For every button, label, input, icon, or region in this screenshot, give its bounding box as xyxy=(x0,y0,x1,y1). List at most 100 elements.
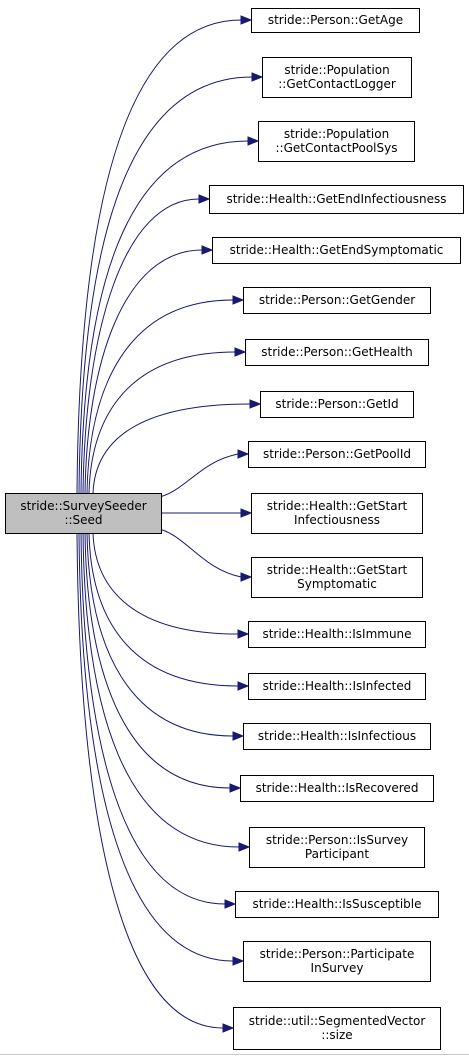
node-is-survey-participant-box xyxy=(249,827,425,868)
edge-to-get-id-arrowhead xyxy=(249,399,262,409)
edge-to-is-survey-participant-arrowhead xyxy=(238,842,251,852)
edge-to-get-start-infectiousness-arrowhead xyxy=(240,508,253,518)
node-get-age-label-1: stride::Person::GetAge xyxy=(268,13,403,27)
bottom-divider xyxy=(0,1054,469,1055)
node-is-immune-label-1: stride::Health::IsImmune xyxy=(262,627,411,641)
node-get-start-symptomatic-label-2: Symptomatic xyxy=(297,577,377,591)
node-get-id-label-1: stride::Person::GetId xyxy=(275,397,398,411)
edge-to-segmented-vector-size xyxy=(76,532,224,1029)
node-is-immune-box xyxy=(248,621,426,648)
edge-to-get-pool-id xyxy=(154,453,239,499)
node-is-susceptible-box xyxy=(235,891,439,918)
node-get-id-box xyxy=(260,391,414,418)
node-is-infected[interactable]: stride::Health::IsInfected xyxy=(248,673,426,700)
edge-to-get-end-infectiousness xyxy=(82,198,200,494)
node-get-end-infectiousness[interactable]: stride::Health::GetEndInfectiousness xyxy=(209,185,464,214)
edge-to-get-start-symptomatic-arrowhead xyxy=(240,572,253,582)
node-segmented-vector-size-label-1: stride::util::SegmentedVector xyxy=(249,1014,426,1028)
node-get-health-label-1: stride::Person::GetHealth xyxy=(261,345,413,359)
node-get-gender[interactable]: stride::Person::GetGender xyxy=(243,287,431,314)
edge-to-is-infected xyxy=(88,532,239,687)
edge-to-is-survey-participant xyxy=(82,532,240,848)
node-is-susceptible-label-1: stride::Health::IsSusceptible xyxy=(252,897,421,911)
node-is-recovered-label-1: stride::Health::IsRecovered xyxy=(256,781,419,795)
edge-to-participate-in-survey xyxy=(78,532,234,962)
node-is-infected-box xyxy=(248,673,426,700)
node-is-survey-participant-label-1: stride::Person::IsSurvey xyxy=(266,833,408,847)
node-get-contact-logger-label-2: ::GetContactLogger xyxy=(278,77,396,91)
edge-to-is-immune xyxy=(92,532,239,635)
node-get-contact-pool-sys-box xyxy=(258,121,415,162)
node-get-health-box xyxy=(245,339,429,366)
root-node-survey-seeder-seed-label-2: ::Seed xyxy=(64,513,102,527)
node-get-pool-id-label-1: stride::Person::GetPoolId xyxy=(263,447,411,461)
node-get-id[interactable]: stride::Person::GetId xyxy=(260,391,414,418)
node-get-contact-logger-box xyxy=(262,57,412,98)
node-get-contact-logger[interactable]: stride::Population::GetContactLogger xyxy=(262,57,412,98)
node-segmented-vector-size-box xyxy=(233,1007,441,1050)
node-get-start-symptomatic-box xyxy=(251,557,423,598)
node-is-immune[interactable]: stride::Health::IsImmune xyxy=(248,621,426,648)
node-get-pool-id[interactable]: stride::Person::GetPoolId xyxy=(248,441,426,468)
edge-to-get-health xyxy=(88,351,236,494)
node-is-survey-participant-label-2: Participant xyxy=(305,847,370,861)
node-get-health[interactable]: stride::Person::GetHealth xyxy=(245,339,429,366)
edge-to-segmented-vector-size-arrowhead xyxy=(222,1023,235,1033)
node-get-end-symptomatic-box xyxy=(212,237,461,264)
node-segmented-vector-size[interactable]: stride::util::SegmentedVector::size xyxy=(233,1007,441,1050)
root-node-survey-seeder-seed-box xyxy=(5,493,162,534)
node-get-contact-pool-sys-label-2: ::GetContactPoolSys xyxy=(276,141,398,155)
node-get-start-symptomatic-label-1: stride::Health::GetStart xyxy=(267,563,408,577)
node-is-recovered[interactable]: stride::Health::IsRecovered xyxy=(240,775,434,802)
node-get-end-infectiousness-label-1: stride::Health::GetEndInfectiousness xyxy=(226,192,446,206)
node-get-age[interactable]: stride::Person::GetAge xyxy=(251,8,420,33)
edge-to-get-end-symptomatic xyxy=(84,249,203,494)
node-get-start-infectiousness-label-1: stride::Health::GetStart xyxy=(267,499,408,513)
edge-to-get-contact-logger xyxy=(78,76,253,494)
edge-to-get-end-infectiousness-arrowhead xyxy=(198,194,211,204)
node-is-infectious-label-1: stride::Health::IsInfectious xyxy=(258,729,416,743)
call-nodes: stride::SurveySeeder::Seedstride::Person… xyxy=(5,8,464,1050)
edge-to-get-start-symptomatic xyxy=(154,527,242,578)
edge-to-is-susceptible-arrowhead xyxy=(224,899,237,909)
node-get-start-infectiousness-label-2: Infectiousness xyxy=(294,513,380,527)
edge-to-get-contact-logger-arrowhead xyxy=(251,72,264,82)
node-is-susceptible[interactable]: stride::Health::IsSusceptible xyxy=(235,891,439,918)
edge-to-is-infectious xyxy=(86,532,234,737)
node-is-recovered-box xyxy=(240,775,434,802)
node-get-age-box xyxy=(251,8,420,33)
node-get-contact-pool-sys-label-1: stride::Population xyxy=(284,127,389,141)
node-get-contact-logger-label-1: stride::Population xyxy=(284,63,389,77)
edge-to-is-infectious-arrowhead xyxy=(232,731,245,741)
edge-to-get-gender xyxy=(86,299,234,494)
edge-to-get-pool-id-arrowhead xyxy=(237,449,250,459)
root-node-survey-seeder-seed-label-1: stride::SurveySeeder xyxy=(20,499,146,513)
node-get-end-infectiousness-box xyxy=(209,185,464,214)
edge-to-is-recovered-arrowhead xyxy=(229,783,242,793)
node-get-end-symptomatic[interactable]: stride::Health::GetEndSymptomatic xyxy=(212,237,461,264)
edge-to-get-id xyxy=(92,403,251,494)
node-is-infectious[interactable]: stride::Health::IsInfectious xyxy=(243,723,431,750)
call-edges xyxy=(76,15,264,1033)
node-participate-in-survey-label-1: stride::Person::Participate xyxy=(260,947,415,961)
node-segmented-vector-size-label-2: ::size xyxy=(321,1028,352,1042)
node-get-contact-pool-sys[interactable]: stride::Population::GetContactPoolSys xyxy=(258,121,415,162)
edge-to-is-recovered xyxy=(84,532,231,789)
edge-to-get-health-arrowhead xyxy=(234,347,247,357)
root-node-survey-seeder-seed[interactable]: stride::SurveySeeder::Seed xyxy=(5,493,162,534)
edge-to-is-infected-arrowhead xyxy=(237,681,250,691)
node-participate-in-survey-label-2: InSurvey xyxy=(311,961,364,975)
node-is-infectious-box xyxy=(243,723,431,750)
node-get-gender-label-1: stride::Person::GetGender xyxy=(259,293,415,307)
edge-to-get-contact-pool-sys xyxy=(80,140,249,494)
edge-to-participate-in-survey-arrowhead xyxy=(232,956,245,966)
node-get-gender-box xyxy=(243,287,431,314)
edge-to-get-contact-pool-sys-arrowhead xyxy=(247,136,260,146)
edge-to-get-end-symptomatic-arrowhead xyxy=(201,245,214,255)
edge-to-is-immune-arrowhead xyxy=(237,629,250,639)
